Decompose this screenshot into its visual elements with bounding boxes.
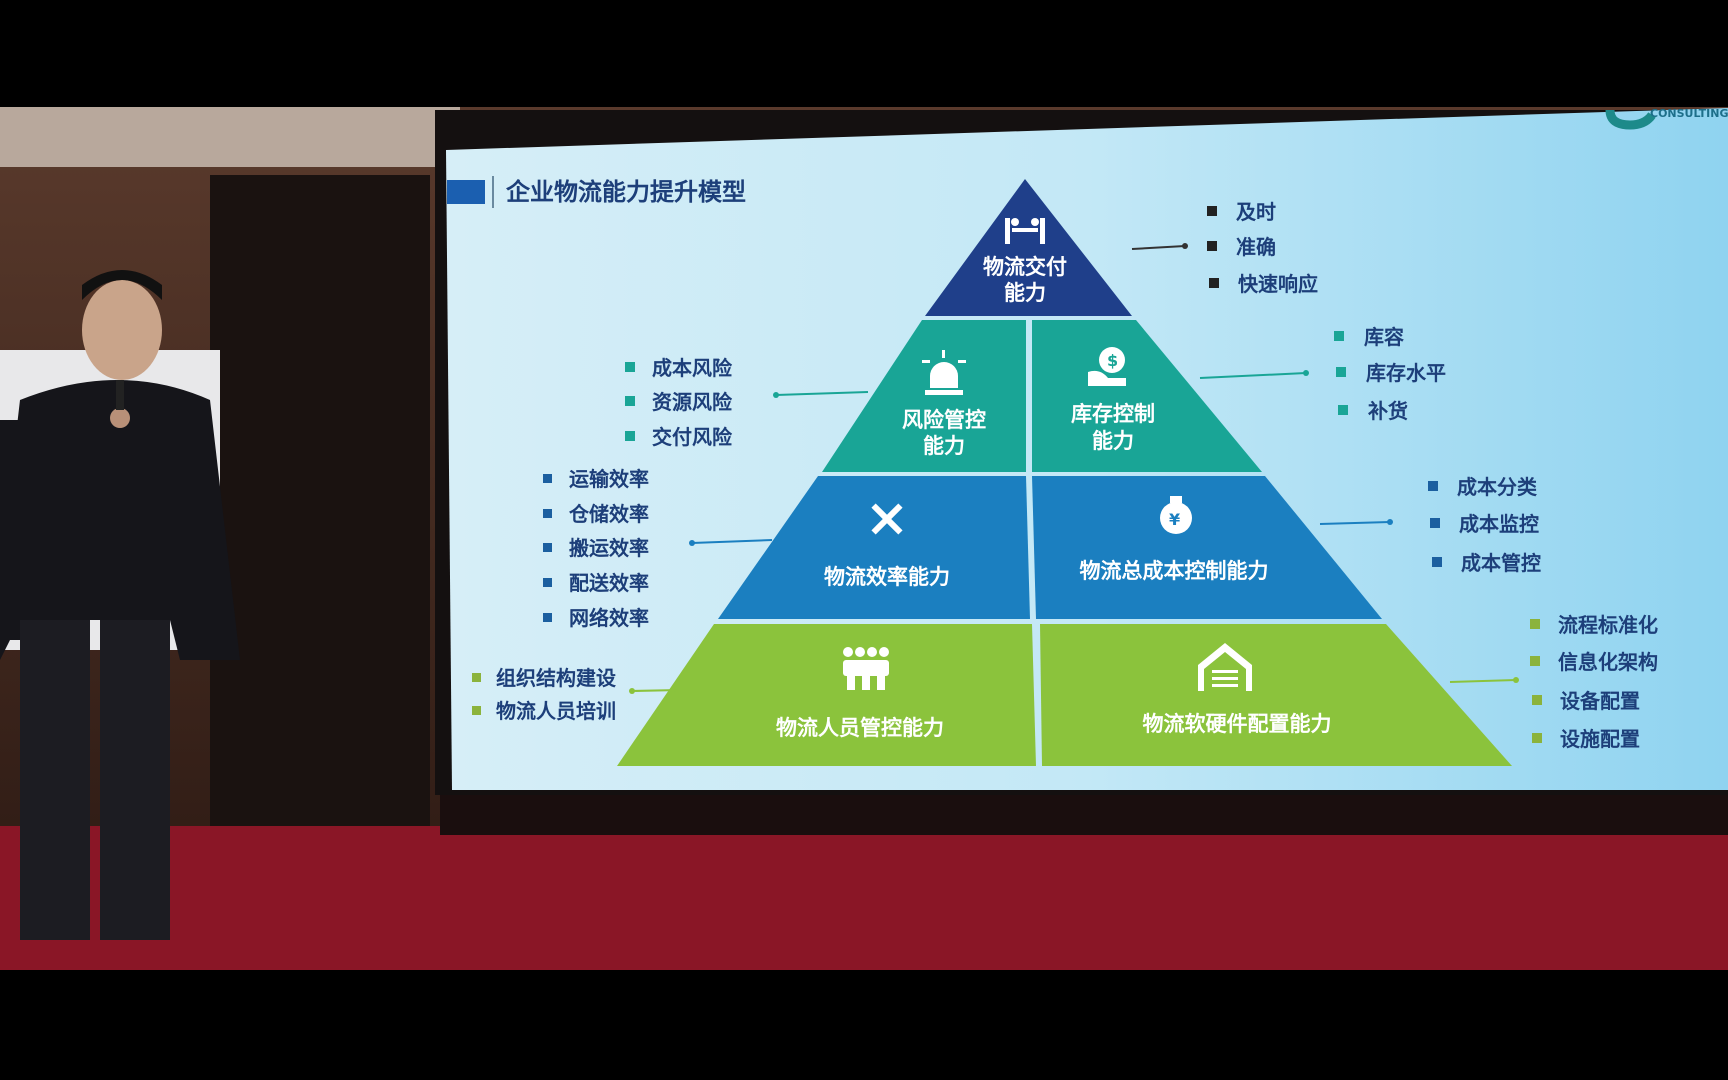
- svg-text:¥: ¥: [1169, 510, 1180, 529]
- bullet-text: 仓储效率: [568, 502, 649, 526]
- bullet-text: 物流人员培训: [496, 699, 616, 723]
- tools-icon: [871, 503, 903, 535]
- curtain: [210, 175, 430, 835]
- connector-tier3-left: [691, 539, 773, 544]
- bullet-text: 流程标准化: [1558, 613, 1658, 637]
- tier2-left-label-1: 风险管控: [902, 408, 986, 432]
- bullet-text: 快速响应: [1238, 272, 1318, 296]
- slide-title: 企业物流能力提升模型: [506, 178, 746, 206]
- presenter-hand: [110, 408, 130, 428]
- tier-top: [925, 179, 1132, 316]
- bullets-tier3-right: 成本分类 成本监控 成本管控: [1428, 475, 1541, 575]
- money-hand-icon: $: [1088, 347, 1126, 386]
- bullet-text: 成本管控: [1461, 551, 1541, 575]
- bullet-text: 库存水平: [1366, 361, 1446, 385]
- handshake-icon: [1005, 218, 1045, 244]
- connector-tier3-right: [1319, 521, 1391, 525]
- tier3-right: [1032, 476, 1382, 619]
- bullet-text: 成本监控: [1459, 512, 1539, 536]
- tier4-right-label: 物流软硬件配置能力: [1143, 712, 1332, 736]
- bullet-text: 网络效率: [569, 606, 649, 630]
- bullets-top: 及时 准确 快速响应: [1207, 200, 1318, 296]
- tier3-left: [718, 476, 1030, 619]
- presenter: [0, 270, 240, 940]
- presenter-legs: [20, 620, 90, 940]
- title-divider: [492, 176, 494, 208]
- consulting-logo: CONSULTING: [1605, 107, 1728, 130]
- bullet-text: 设备配置: [1560, 689, 1640, 713]
- bullet-text: 设施配置: [1560, 727, 1640, 751]
- bullets-tier2-right: 库容 库存水平 补货: [1334, 325, 1446, 423]
- tier4-left-label: 物流人员管控能力: [776, 716, 944, 740]
- tier3-right-label: 物流总成本控制能力: [1080, 559, 1269, 583]
- money-bag-icon: ¥: [1160, 496, 1192, 534]
- bullet-text: 准确: [1236, 235, 1276, 259]
- bullets-tier3-left: 运输效率 仓储效率 搬运效率 配送效率 网络效率: [543, 467, 649, 630]
- bullet-text: 信息化架构: [1558, 650, 1658, 674]
- bullet-text: 成本风险: [652, 356, 733, 380]
- presenter-head: [82, 280, 162, 380]
- tier2-left-label-2: 能力: [923, 434, 965, 458]
- bullet-text: 配送效率: [569, 571, 649, 595]
- bullets-tier4-right: 流程标准化 信息化架构 设备配置 设施配置: [1530, 613, 1658, 751]
- tier4-left: [617, 624, 1036, 766]
- connector-top: [1131, 245, 1186, 250]
- bullet-text: 成本分类: [1457, 475, 1537, 499]
- connector-tier2-right: [1199, 372, 1307, 379]
- people-icon: [843, 647, 889, 690]
- tier2-right: [1032, 320, 1262, 472]
- bullet-text: 及时: [1236, 200, 1276, 224]
- title-accent-bar: [447, 180, 485, 204]
- logo-text: CONSULTING: [1650, 107, 1728, 120]
- bullet-text: 资源风险: [652, 390, 733, 414]
- bullet-text: 交付风险: [652, 425, 733, 449]
- bullets-tier2-left: 成本风险 资源风险 交付风险: [625, 356, 733, 449]
- bullet-text: 组织结构建设: [496, 666, 616, 690]
- tier4-right: [1040, 624, 1512, 766]
- bullet-text: 运输效率: [569, 467, 649, 491]
- bullets-tier4-left: 组织结构建设 物流人员培训: [472, 666, 616, 723]
- bullet-text: 搬运效率: [569, 536, 649, 560]
- connector-tier4-left: [631, 689, 681, 692]
- microphone: [116, 380, 124, 410]
- tier3-left-label: 物流效率能力: [824, 565, 950, 589]
- tier-top-label-1: 物流交付: [983, 255, 1067, 279]
- bullet-text: 库容: [1364, 325, 1404, 349]
- bullet-text: 补货: [1367, 399, 1408, 423]
- pyramid-diagram: [617, 179, 1512, 766]
- tier2-right-label-1: 库存控制: [1071, 402, 1155, 426]
- warehouse-icon: [1198, 643, 1252, 691]
- connector-tier2-left: [775, 391, 869, 396]
- svg-text:$: $: [1107, 351, 1118, 370]
- red-carpet: [0, 826, 1728, 970]
- connector-tier4-right: [1449, 679, 1517, 683]
- presenter-jacket: [0, 380, 240, 660]
- tier2-left: [822, 320, 1026, 472]
- tier2-right-label-2: 能力: [1092, 429, 1134, 453]
- alarm-light-icon: [922, 350, 966, 395]
- tier-top-label-2: 能力: [1004, 281, 1046, 305]
